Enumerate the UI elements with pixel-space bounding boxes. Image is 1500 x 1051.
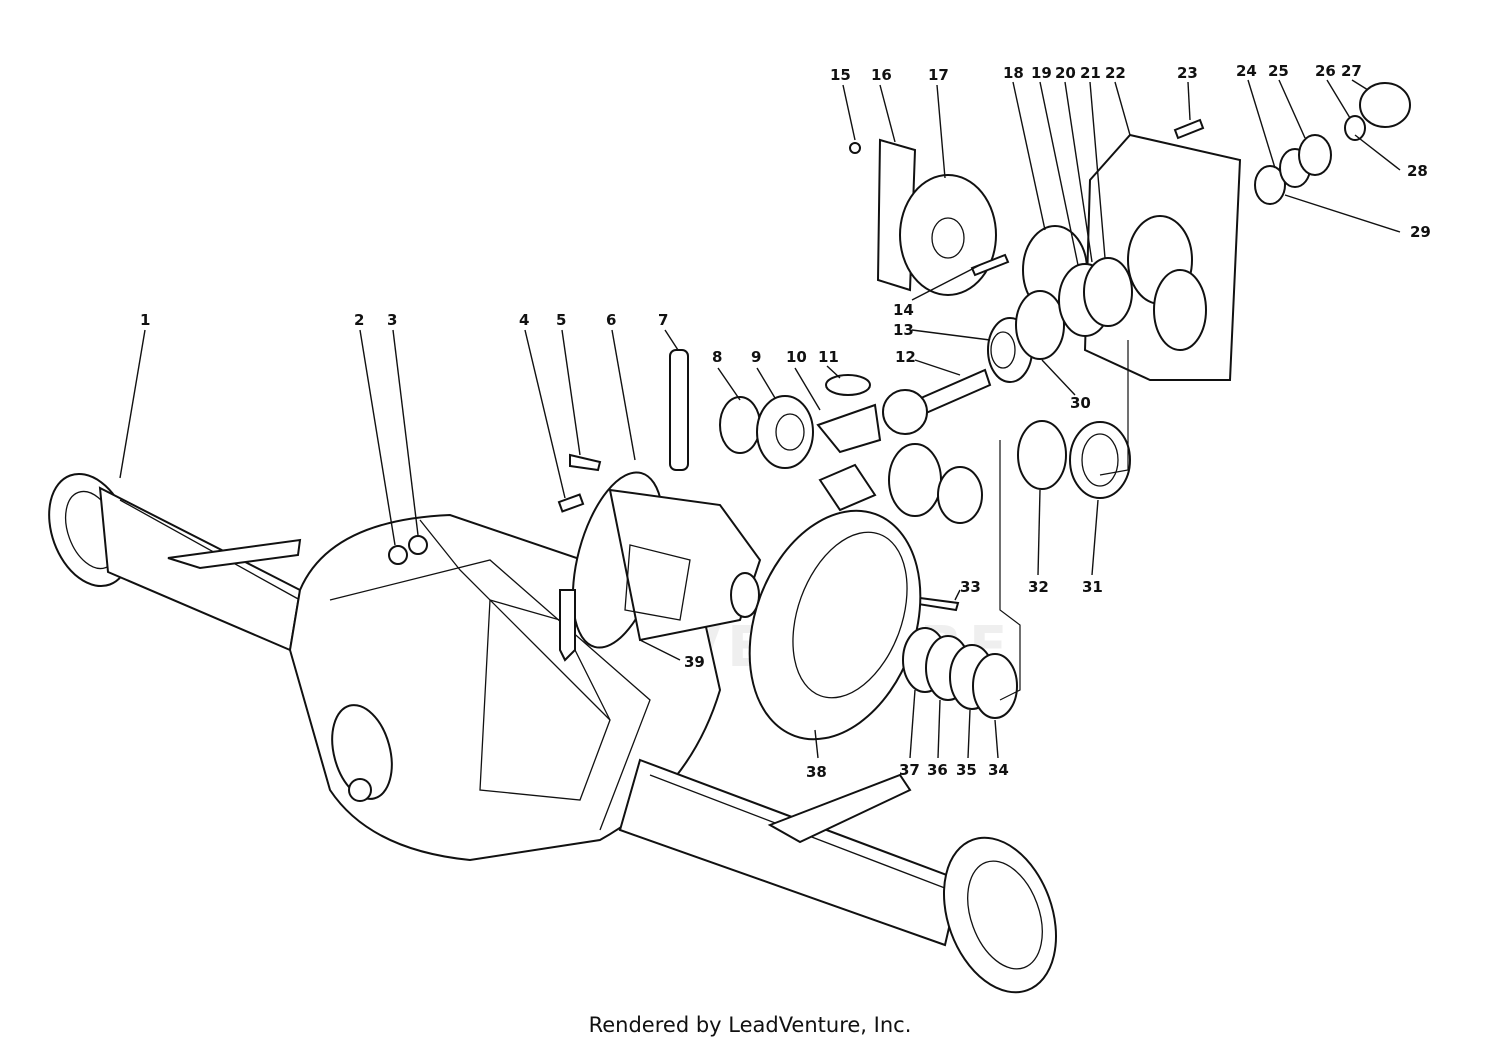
bolt bbox=[569, 453, 602, 472]
bearing-cup bbox=[1069, 421, 1131, 499]
callout-12: 12 bbox=[895, 348, 916, 366]
leader-lines bbox=[119, 79, 1401, 759]
callout-32: 32 bbox=[1028, 578, 1049, 596]
bearing-cone bbox=[1017, 420, 1067, 490]
pinion-cap bbox=[825, 374, 871, 396]
callout-5: 5 bbox=[556, 311, 566, 329]
snap-ring bbox=[1344, 115, 1366, 141]
callout-11: 11 bbox=[818, 348, 839, 366]
pin bbox=[557, 493, 585, 513]
callout-27: 27 bbox=[1341, 62, 1362, 80]
seal bbox=[1254, 165, 1286, 205]
callout-7: 7 bbox=[658, 311, 668, 329]
callout-36: 36 bbox=[927, 761, 948, 779]
callout-14: 14 bbox=[893, 301, 914, 319]
callout-21: 21 bbox=[1080, 64, 1101, 82]
callout-38: 38 bbox=[806, 763, 827, 781]
pinion-gear-lower bbox=[818, 463, 877, 512]
callout-29: 29 bbox=[1410, 223, 1431, 241]
callout-33: 33 bbox=[960, 578, 981, 596]
input-pinion bbox=[882, 389, 928, 435]
callout-4: 4 bbox=[519, 311, 529, 329]
nut bbox=[388, 545, 408, 565]
callout-25: 25 bbox=[1268, 62, 1289, 80]
callout-26: 26 bbox=[1315, 62, 1336, 80]
cross-shaft bbox=[669, 349, 689, 471]
callout-19: 19 bbox=[1031, 64, 1052, 82]
cover bbox=[899, 174, 997, 296]
callout-2: 2 bbox=[354, 311, 364, 329]
callout-34: 34 bbox=[988, 761, 1009, 779]
thrust-washer bbox=[719, 396, 761, 454]
callout-39: 39 bbox=[684, 653, 705, 671]
roll-pin bbox=[916, 596, 960, 612]
ring-21 bbox=[1083, 257, 1133, 327]
callout-3: 3 bbox=[387, 311, 397, 329]
callout-22: 22 bbox=[1105, 64, 1126, 82]
callout-6: 6 bbox=[606, 311, 616, 329]
callout-9: 9 bbox=[751, 348, 761, 366]
callout-labels: 1 2 3 4 5 6 7 8 9 10 11 12 13 14 15 16 1… bbox=[140, 62, 1431, 781]
screw bbox=[849, 142, 861, 154]
callout-10: 10 bbox=[786, 348, 807, 366]
retaining-ring bbox=[1359, 82, 1411, 128]
callout-17: 17 bbox=[928, 66, 949, 84]
side-gear-right bbox=[888, 443, 942, 517]
bolt-14 bbox=[970, 253, 1010, 277]
callout-37: 37 bbox=[899, 761, 920, 779]
callout-13: 13 bbox=[893, 321, 914, 339]
callout-1: 1 bbox=[140, 311, 150, 329]
callout-15: 15 bbox=[830, 66, 851, 84]
callout-24: 24 bbox=[1236, 62, 1257, 80]
pinion-gear bbox=[816, 403, 882, 454]
ring-gear bbox=[748, 509, 922, 741]
callout-31: 31 bbox=[1082, 578, 1103, 596]
side-gear bbox=[756, 395, 814, 469]
pin-39 bbox=[559, 589, 576, 662]
callout-30: 30 bbox=[1070, 394, 1091, 412]
callout-35: 35 bbox=[956, 761, 977, 779]
bolt-23 bbox=[1173, 118, 1205, 140]
callout-28: 28 bbox=[1407, 162, 1428, 180]
callout-20: 20 bbox=[1055, 64, 1076, 82]
callout-23: 23 bbox=[1177, 64, 1198, 82]
footer-credit: Rendered by LeadVenture, Inc. bbox=[588, 1013, 912, 1037]
axle-housing bbox=[48, 472, 1058, 994]
callout-8: 8 bbox=[712, 348, 722, 366]
callout-18: 18 bbox=[1003, 64, 1024, 82]
shim-34 bbox=[972, 653, 1018, 719]
ring-30 bbox=[1015, 290, 1065, 360]
lock-washer bbox=[408, 535, 428, 555]
differential-case bbox=[571, 471, 762, 649]
callout-16: 16 bbox=[871, 66, 892, 84]
input-gear bbox=[1298, 134, 1332, 176]
thrust-washer-right bbox=[937, 466, 983, 524]
